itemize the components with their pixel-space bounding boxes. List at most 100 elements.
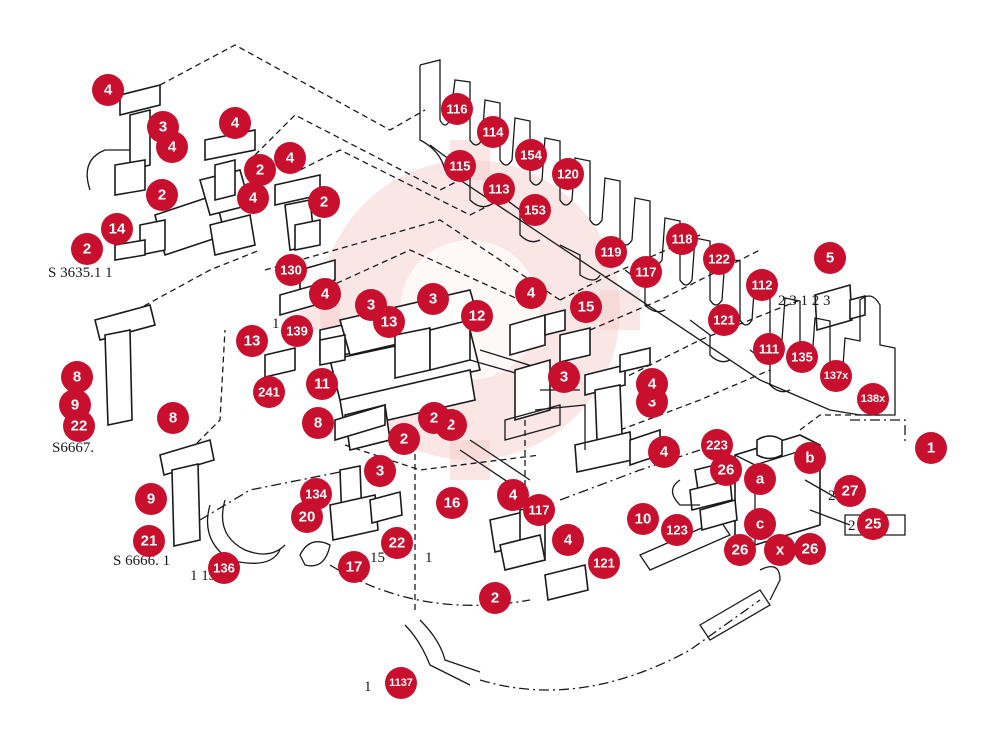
callout-label: 4 (231, 115, 240, 132)
callout-bubble (71, 233, 103, 265)
callout-120: 120 (552, 158, 584, 190)
callout-118: 118 (666, 223, 698, 255)
callout-label: 119 (601, 245, 622, 260)
callout-label: 2 (400, 431, 408, 448)
callout-label: 3 (367, 297, 375, 314)
callout-21: 21 (133, 525, 165, 557)
callout-10: 10 (627, 503, 659, 535)
callout-4: 4 (497, 479, 529, 511)
callout-a: a (744, 463, 776, 495)
callout-bubble (744, 508, 776, 540)
callout-113: 113 (483, 173, 515, 205)
callout-label: 111 (759, 342, 779, 357)
callout-bubble (208, 552, 240, 584)
callout-bubble (444, 150, 476, 182)
callout-22: 22 (381, 527, 413, 559)
callout-label: 3 (429, 291, 437, 308)
callout-bubble (436, 487, 468, 519)
callout-label: 121 (713, 313, 735, 328)
callout-label: x (776, 542, 785, 559)
callout-4: 4 (219, 107, 251, 139)
label-1-right: 1 (425, 550, 433, 566)
callout-label: 8 (314, 415, 322, 432)
callout-bubble (857, 383, 889, 415)
label-s-bottom-left: S 6666. 1 (113, 553, 170, 569)
callout-label: 4 (648, 376, 657, 393)
callout-bubble (417, 283, 449, 315)
callout-26: 26 (710, 454, 742, 486)
callout-bubble (388, 423, 420, 455)
callout-label: 4 (249, 190, 258, 207)
callout-label: 114 (483, 125, 505, 140)
callout-2: 2 (479, 582, 511, 614)
callout-22: 22 (63, 410, 95, 442)
callout-label: 1 (927, 440, 935, 457)
callout-label: 120 (557, 167, 579, 182)
callout-label: 27 (842, 483, 859, 500)
callout-bubble (519, 194, 551, 226)
callout-bubble (786, 341, 818, 373)
callout-label: 2 (320, 194, 328, 211)
callout-bubble (308, 186, 340, 218)
callout-2: 2 (388, 423, 420, 455)
callout-9: 9 (135, 483, 167, 515)
callout-4: 4 (92, 74, 124, 106)
callout-117: 117 (523, 494, 555, 526)
callout-label: 12 (469, 308, 486, 325)
callout-label: 8 (73, 369, 81, 386)
callout-label: 25 (865, 516, 882, 533)
callout-bubble (418, 402, 450, 434)
callout-x: x (764, 534, 796, 566)
callout-label: 3 (560, 369, 568, 386)
callout-bubble (814, 242, 846, 274)
callout-20: 20 (291, 501, 323, 533)
callout-label: 118 (672, 232, 693, 247)
callout-3: 3 (417, 283, 449, 315)
callout-4: 4 (515, 277, 547, 309)
callout-153: 153 (519, 194, 551, 226)
callout-bubble (636, 368, 668, 400)
callout-label: 3 (376, 463, 384, 480)
callout-bubble (364, 455, 396, 487)
callout-bubble (479, 582, 511, 614)
callout-111: 111 (753, 333, 785, 365)
callout-bubble (834, 475, 866, 507)
callout-2: 2 (146, 179, 178, 211)
callout-label: 8 (169, 410, 177, 427)
callout-label: 136 (213, 561, 235, 576)
label-s-left: S6667. (52, 440, 94, 456)
callout-bubble (595, 236, 627, 268)
callout-label: 154 (520, 148, 542, 163)
callout-bubble (857, 508, 889, 540)
callout-label: 9 (71, 397, 79, 414)
callout-bubble (666, 223, 698, 255)
callout-bubble (381, 527, 413, 559)
callout-bubble (461, 300, 493, 332)
callout-bubble (146, 179, 178, 211)
callout-c: c (744, 508, 776, 540)
callout-label: 4 (660, 444, 669, 461)
callout-25: 25 (857, 508, 889, 540)
callout-label: 26 (802, 541, 819, 558)
callout-label: 13 (244, 333, 261, 350)
callout-bubble (244, 154, 276, 186)
callout-26: 26 (794, 533, 826, 565)
callout-2: 2 (244, 154, 276, 186)
callout-label: 113 (489, 182, 510, 197)
callout-label: 2 (256, 162, 264, 179)
callout-label: 4 (104, 82, 113, 99)
callout-label: 241 (258, 385, 280, 400)
callout-label: 11 (314, 376, 330, 393)
callout-3: 3 (548, 361, 580, 393)
callout-label: 112 (752, 278, 773, 293)
callout-label: 4 (321, 286, 330, 303)
callout-label: 122 (708, 252, 730, 267)
callout-label: 2 (491, 590, 499, 607)
callout-label: 26 (732, 542, 749, 559)
callout-154: 154 (515, 139, 547, 171)
label-1-mid: 1 (272, 316, 280, 332)
callout-137x: 137x (820, 360, 852, 392)
callout-bubble (302, 407, 334, 439)
callout-bubble (753, 333, 785, 365)
callout-12: 12 (461, 300, 493, 332)
